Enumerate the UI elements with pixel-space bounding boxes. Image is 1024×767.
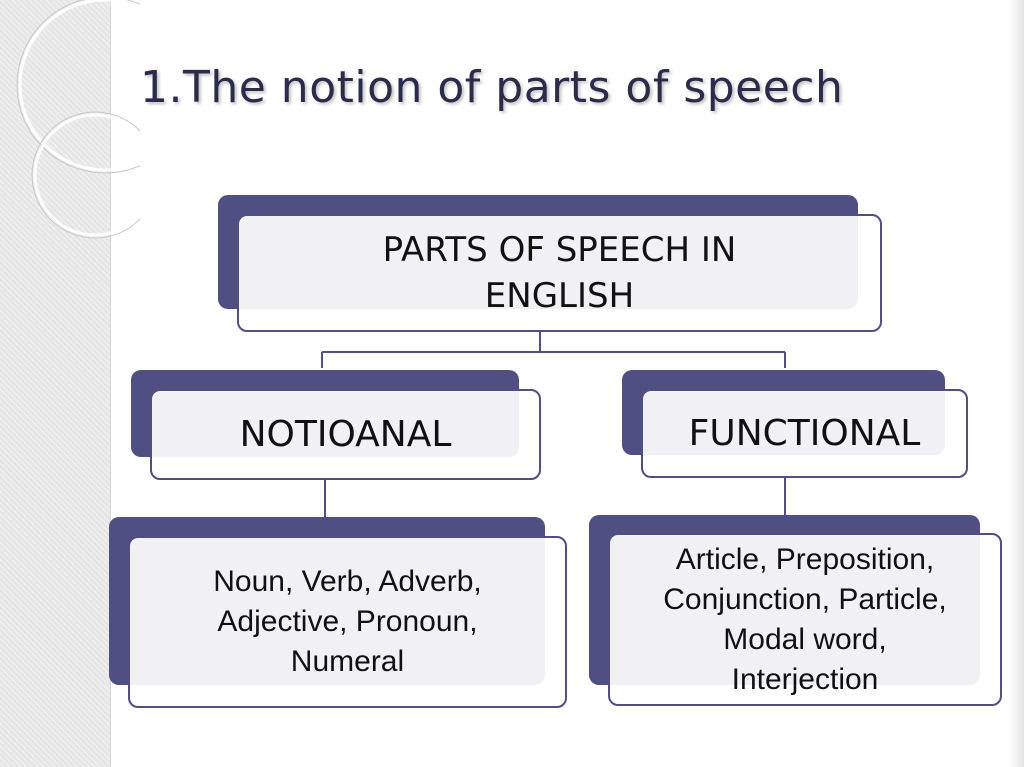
- functional-node-label: FUNCTIONAL: [688, 413, 921, 454]
- functional-items-box: Article, Preposition, Conjunction, Parti…: [608, 533, 1002, 706]
- notional-items-text: Noun, Verb, Adverb, Adjective, Pronoun, …: [213, 565, 482, 678]
- functional-items-text: Article, Preposition, Conjunction, Parti…: [663, 542, 947, 696]
- root-node-box: PARTS OF SPEECH IN ENGLISH: [237, 214, 882, 332]
- notional-items-box: Noun, Verb, Adverb, Adjective, Pronoun, …: [128, 536, 567, 708]
- decorative-circles: [16, 0, 140, 239]
- notional-node-label: NOTIOANAL: [239, 414, 452, 455]
- slide-title: 1.The notion of parts of speech: [140, 62, 844, 113]
- functional-node-box: FUNCTIONAL: [641, 389, 968, 478]
- root-node-label: PARTS OF SPEECH IN ENGLISH: [382, 230, 737, 316]
- notional-node-box: NOTIOANAL: [150, 389, 541, 480]
- left-decorative-band: [0, 0, 111, 767]
- right-edge-shadow: [1008, 0, 1024, 767]
